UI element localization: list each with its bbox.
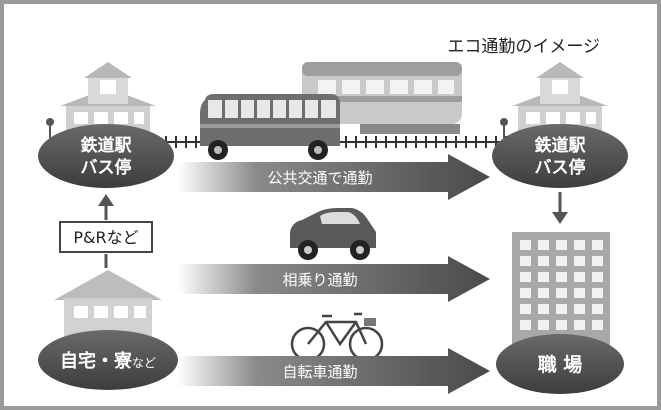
- diagram-title: エコ通勤のイメージ: [447, 37, 600, 57]
- arrow-up-to-station: [98, 194, 114, 268]
- arrow-down-to-workplace: [552, 192, 568, 224]
- station-label-left: 鉄道駅バス停: [81, 135, 133, 178]
- route-label-carpool: 相乗り通勤: [282, 271, 357, 289]
- bus-icon: [200, 94, 340, 160]
- station-node-right: 鉄道駅バス停: [492, 124, 628, 188]
- route-arrow-carpool: 相乗り通勤: [178, 256, 490, 302]
- park-and-ride-box: P&Rなど: [59, 221, 153, 253]
- workplace-node: 職 場: [496, 334, 624, 394]
- route-arrow-public: 公共交通で通勤: [178, 154, 490, 200]
- workplace-building: [512, 232, 610, 352]
- station-node-left: 鉄道駅バス停: [38, 124, 174, 188]
- train-icon: [302, 62, 462, 134]
- park-and-ride-label: P&Rなど: [73, 228, 138, 247]
- route-arrow-bicycle: 自転車通勤: [178, 348, 490, 394]
- station-label-right: 鉄道駅バス停: [535, 135, 587, 178]
- route-label-bicycle: 自転車通勤: [282, 363, 357, 381]
- car-icon: [290, 208, 376, 260]
- bicycle-icon: [290, 312, 384, 362]
- workplace-label: 職 場: [538, 353, 583, 376]
- home-label: 自宅・寮など: [60, 350, 156, 372]
- home-node: 自宅・寮など: [38, 330, 178, 390]
- route-label-public: 公共交通で通勤: [267, 169, 372, 187]
